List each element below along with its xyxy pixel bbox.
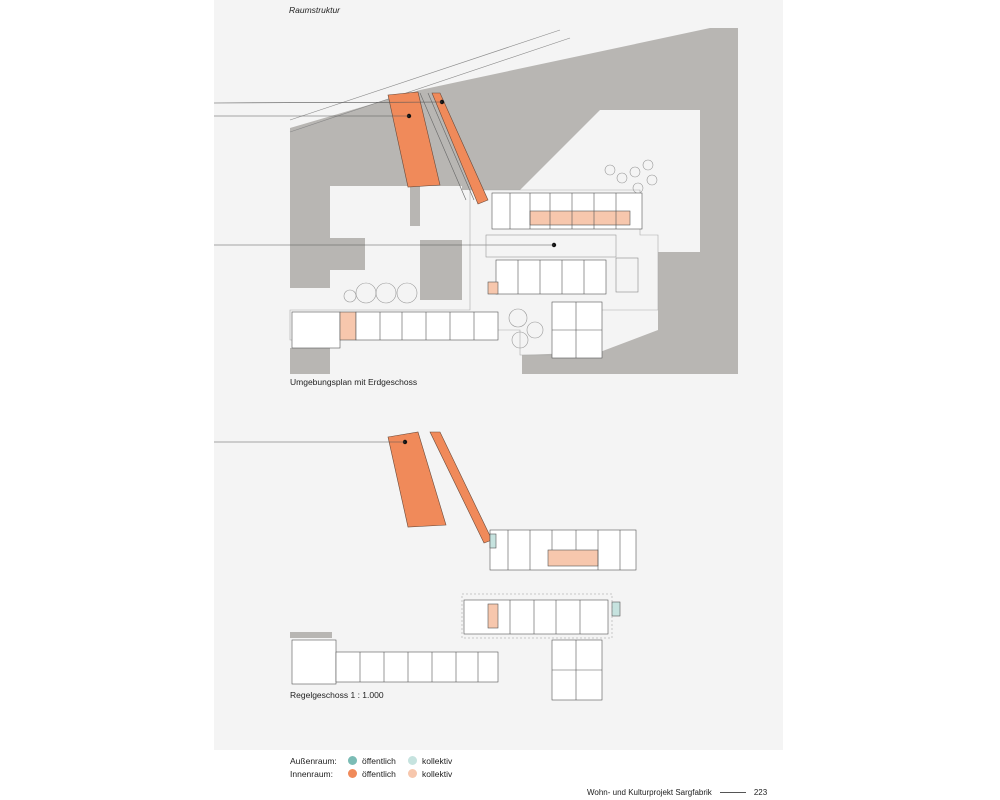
upper-wedge-west <box>387 431 447 528</box>
legend-swatch-outdoor-public <box>348 756 357 765</box>
legend-row-indoor: Innenraum: öffentlich kollektiv <box>290 767 468 780</box>
upper-unit-row-south <box>291 639 603 701</box>
neighbour-block-mid-2 <box>368 186 462 292</box>
legend-outdoor-collective: kollektiv <box>408 756 468 766</box>
legend-collective-text: kollektiv <box>422 768 453 779</box>
legend-swatch-outdoor-collective <box>408 756 417 765</box>
legend-indoor-public: öffentlich <box>348 769 408 779</box>
page-footer: Wohn- und Kulturprojekt Sargfabrik 223 <box>587 788 767 797</box>
upper-floor-plan <box>214 431 637 701</box>
legend-public-text: öffentlich <box>362 768 396 779</box>
legend-swatch-indoor-collective <box>408 769 417 778</box>
trees <box>343 159 658 349</box>
wedge-building-east <box>431 92 489 205</box>
legend-outdoor-public: öffentlich <box>348 756 408 766</box>
unit-row-middle <box>487 259 607 295</box>
upper-wedge-east <box>429 431 493 544</box>
legend-row-outdoor: Außenraum: öffentlich kollektiv <box>290 754 468 767</box>
unit-row-south <box>291 301 603 359</box>
legend-public-text: öffentlich <box>362 755 396 766</box>
neighbour-block-bottom-left <box>290 348 330 374</box>
legend: Außenraum: öffentlich kollektiv Innenrau… <box>290 754 468 780</box>
ground-floor-caption: Umgebungsplan mit Erdgeschoss <box>290 377 418 387</box>
footer-rule <box>719 792 746 793</box>
upper-unit-row-north <box>489 529 637 571</box>
legend-indoor-collective: kollektiv <box>408 769 468 779</box>
neighbour-block-bottom-right <box>522 330 658 374</box>
publication-title: Wohn- und Kulturprojekt Sargfabrik <box>587 788 712 797</box>
page-number: 223 <box>753 788 768 797</box>
legend-outdoor-label: Außenraum: <box>290 755 337 766</box>
legend-swatch-indoor-public <box>348 769 357 778</box>
ground-floor-plan <box>213 28 738 374</box>
neighbour-block-left <box>290 128 330 288</box>
legend-indoor-label: Innenraum: <box>290 768 333 779</box>
legend-collective-text: kollektiv <box>422 755 453 766</box>
unit-row-north <box>491 192 643 230</box>
upper-unit-row-middle <box>463 599 621 635</box>
neighbour-block-small <box>330 238 365 270</box>
section-title: Raumstruktur <box>289 5 341 15</box>
upper-floor-caption: Regelgeschoss 1 : 1.000 <box>290 690 384 700</box>
